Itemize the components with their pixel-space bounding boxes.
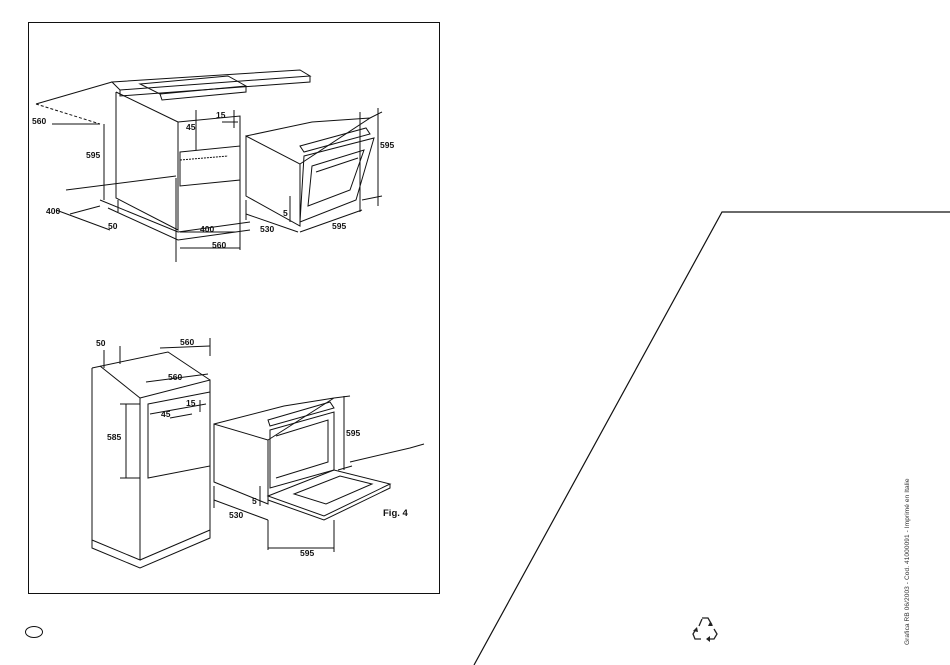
dim-counter-depth: 560 <box>32 116 46 126</box>
dim-gap-top: 15 <box>216 110 226 120</box>
dim-oven-height: 595 <box>380 140 394 150</box>
dim-oven-depth-bottom: 530 <box>229 510 243 520</box>
bottom-oven-drawing <box>200 396 424 552</box>
dim-gap-top-bottom: 15 <box>186 398 196 408</box>
dim-top-gap: 50 <box>96 338 106 348</box>
language-marker-circle <box>25 626 43 638</box>
bottom-cabinet-drawing <box>92 338 210 568</box>
dim-oven-gap-bottom: 5 <box>252 496 257 506</box>
figure-label: Fig. 4 <box>383 508 409 519</box>
print-credit: Grafica RB 06/2003 - Cod. 41000091 - Imp… <box>904 478 911 645</box>
dim-cabinet-height: 595 <box>86 150 100 160</box>
recycle-icon <box>693 618 717 642</box>
dim-top-width: 560 <box>180 337 194 347</box>
dim-opening-height: 585 <box>107 432 121 442</box>
top-oven-drawing <box>246 108 382 232</box>
dim-oven-width: 595 <box>332 221 346 231</box>
dim-cabinet-width: 560 <box>212 240 226 250</box>
bottom-dimension-labels: 50 560 560 15 45 585 595 5 530 595 Fig. … <box>96 337 409 558</box>
dim-oven-depth: 530 <box>260 224 274 234</box>
dim-base-depth: 400 <box>46 206 60 216</box>
dim-oven-height-bottom: 595 <box>346 428 360 438</box>
dim-inner-width: 560 <box>168 372 182 382</box>
top-dimension-labels: 560 595 15 45 400 50 400 560 595 5 530 5… <box>32 110 394 250</box>
dim-oven-width-bottom: 595 <box>300 548 314 558</box>
cover-cut-line <box>474 212 950 665</box>
dim-opening-width: 400 <box>200 224 214 234</box>
dim-oven-gap: 5 <box>283 208 288 218</box>
dim-gap-side: 45 <box>186 122 196 132</box>
dim-gap-side-bottom: 45 <box>161 409 171 419</box>
dim-plinth: 50 <box>108 221 118 231</box>
